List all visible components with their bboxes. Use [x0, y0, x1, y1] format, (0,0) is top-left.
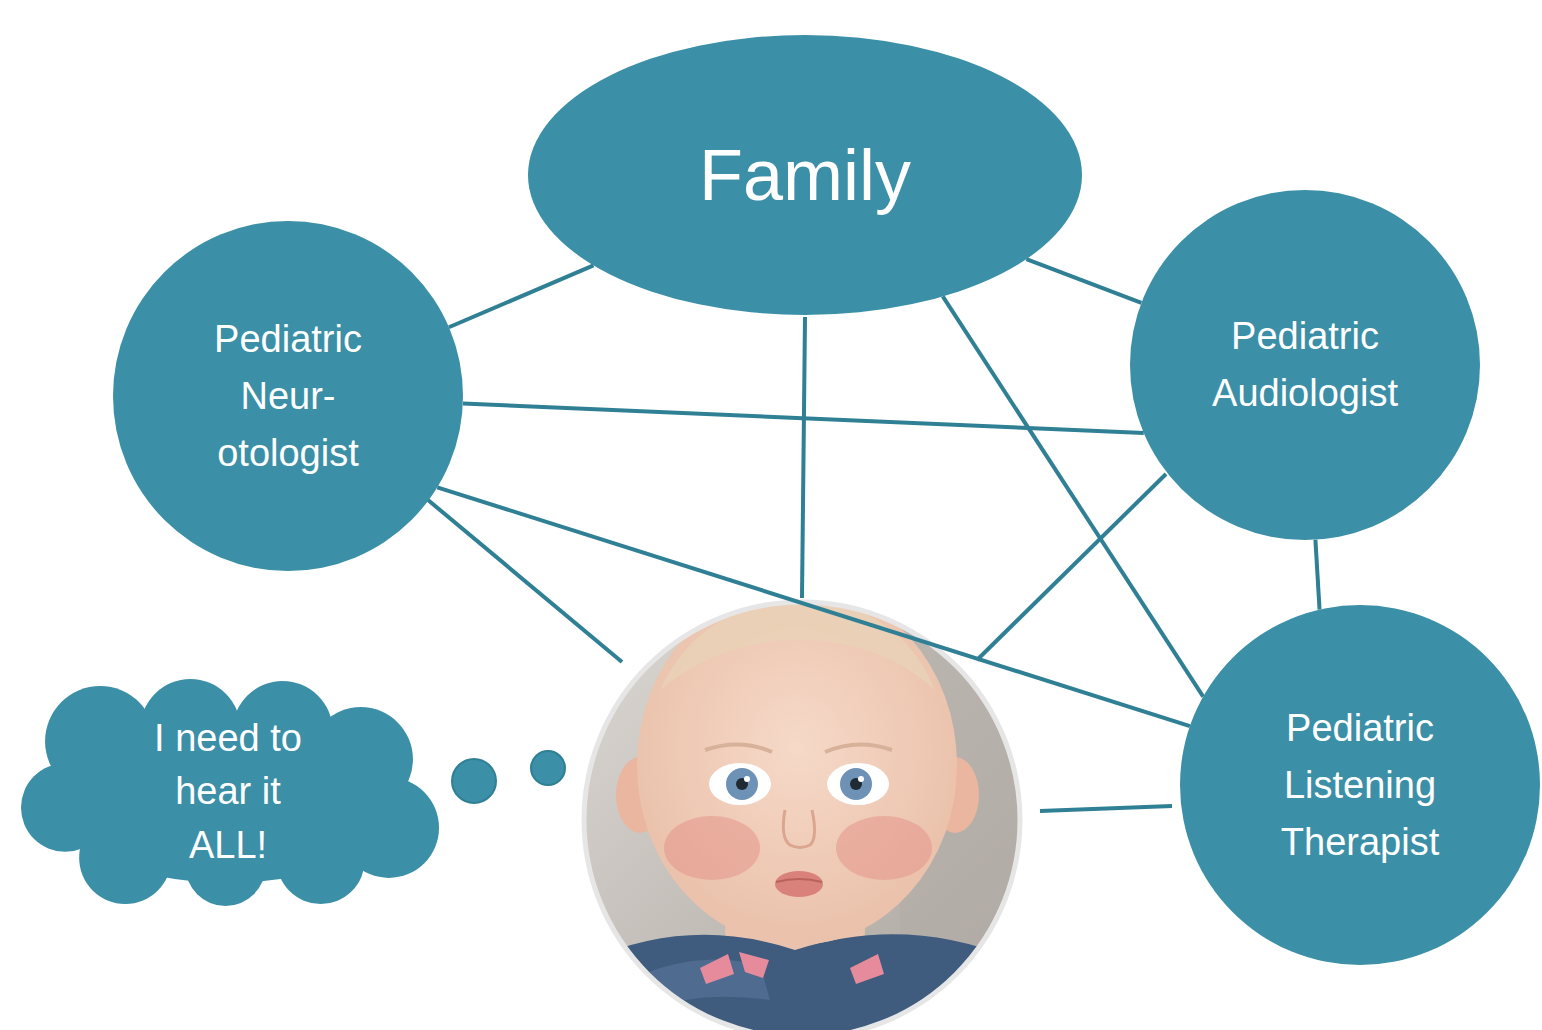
- link-line: [977, 474, 1166, 660]
- specialist-circle-outline: [1130, 190, 1480, 540]
- node-label: Pediatric Audiologist: [1190, 308, 1420, 422]
- cloud-body: [52, 712, 403, 883]
- specialist-circle: Pediatric Listening Therapist: [1180, 605, 1540, 965]
- specialist-circle-outline: [1180, 605, 1540, 965]
- connector-line: [437, 487, 1190, 726]
- family-ellipse: Family: [528, 35, 1082, 315]
- thought-dot: [531, 751, 565, 785]
- connector-line: [1315, 540, 1319, 610]
- specialist-circle-graphic: [1130, 190, 1480, 540]
- link-line: [802, 317, 805, 598]
- node-label: Pediatric Listening Therapist: [1245, 700, 1475, 871]
- node-label: I need to hear it ALL!: [136, 712, 321, 872]
- specialist-circle: Pediatric Neur- otologist: [113, 221, 463, 571]
- connector-line: [449, 265, 594, 327]
- cloud-shape: [21, 679, 439, 906]
- node-label: Family: [699, 121, 911, 229]
- family-ellipse-outline: [528, 35, 1082, 315]
- baby-photo: [560, 585, 1045, 1030]
- thought-cloud: I need to hear it ALL!: [20, 679, 436, 905]
- thought-dot: [452, 759, 496, 803]
- specialist-circle-outline: [113, 221, 463, 571]
- connector-line: [1026, 259, 1141, 303]
- connector-line: [463, 404, 1144, 433]
- link-line: [1040, 806, 1172, 811]
- link-line: [428, 500, 622, 662]
- node-label: Pediatric Neur- otologist: [193, 311, 383, 482]
- photo-ring: [584, 602, 1020, 1030]
- specialist-circle: Pediatric Audiologist: [1130, 190, 1480, 540]
